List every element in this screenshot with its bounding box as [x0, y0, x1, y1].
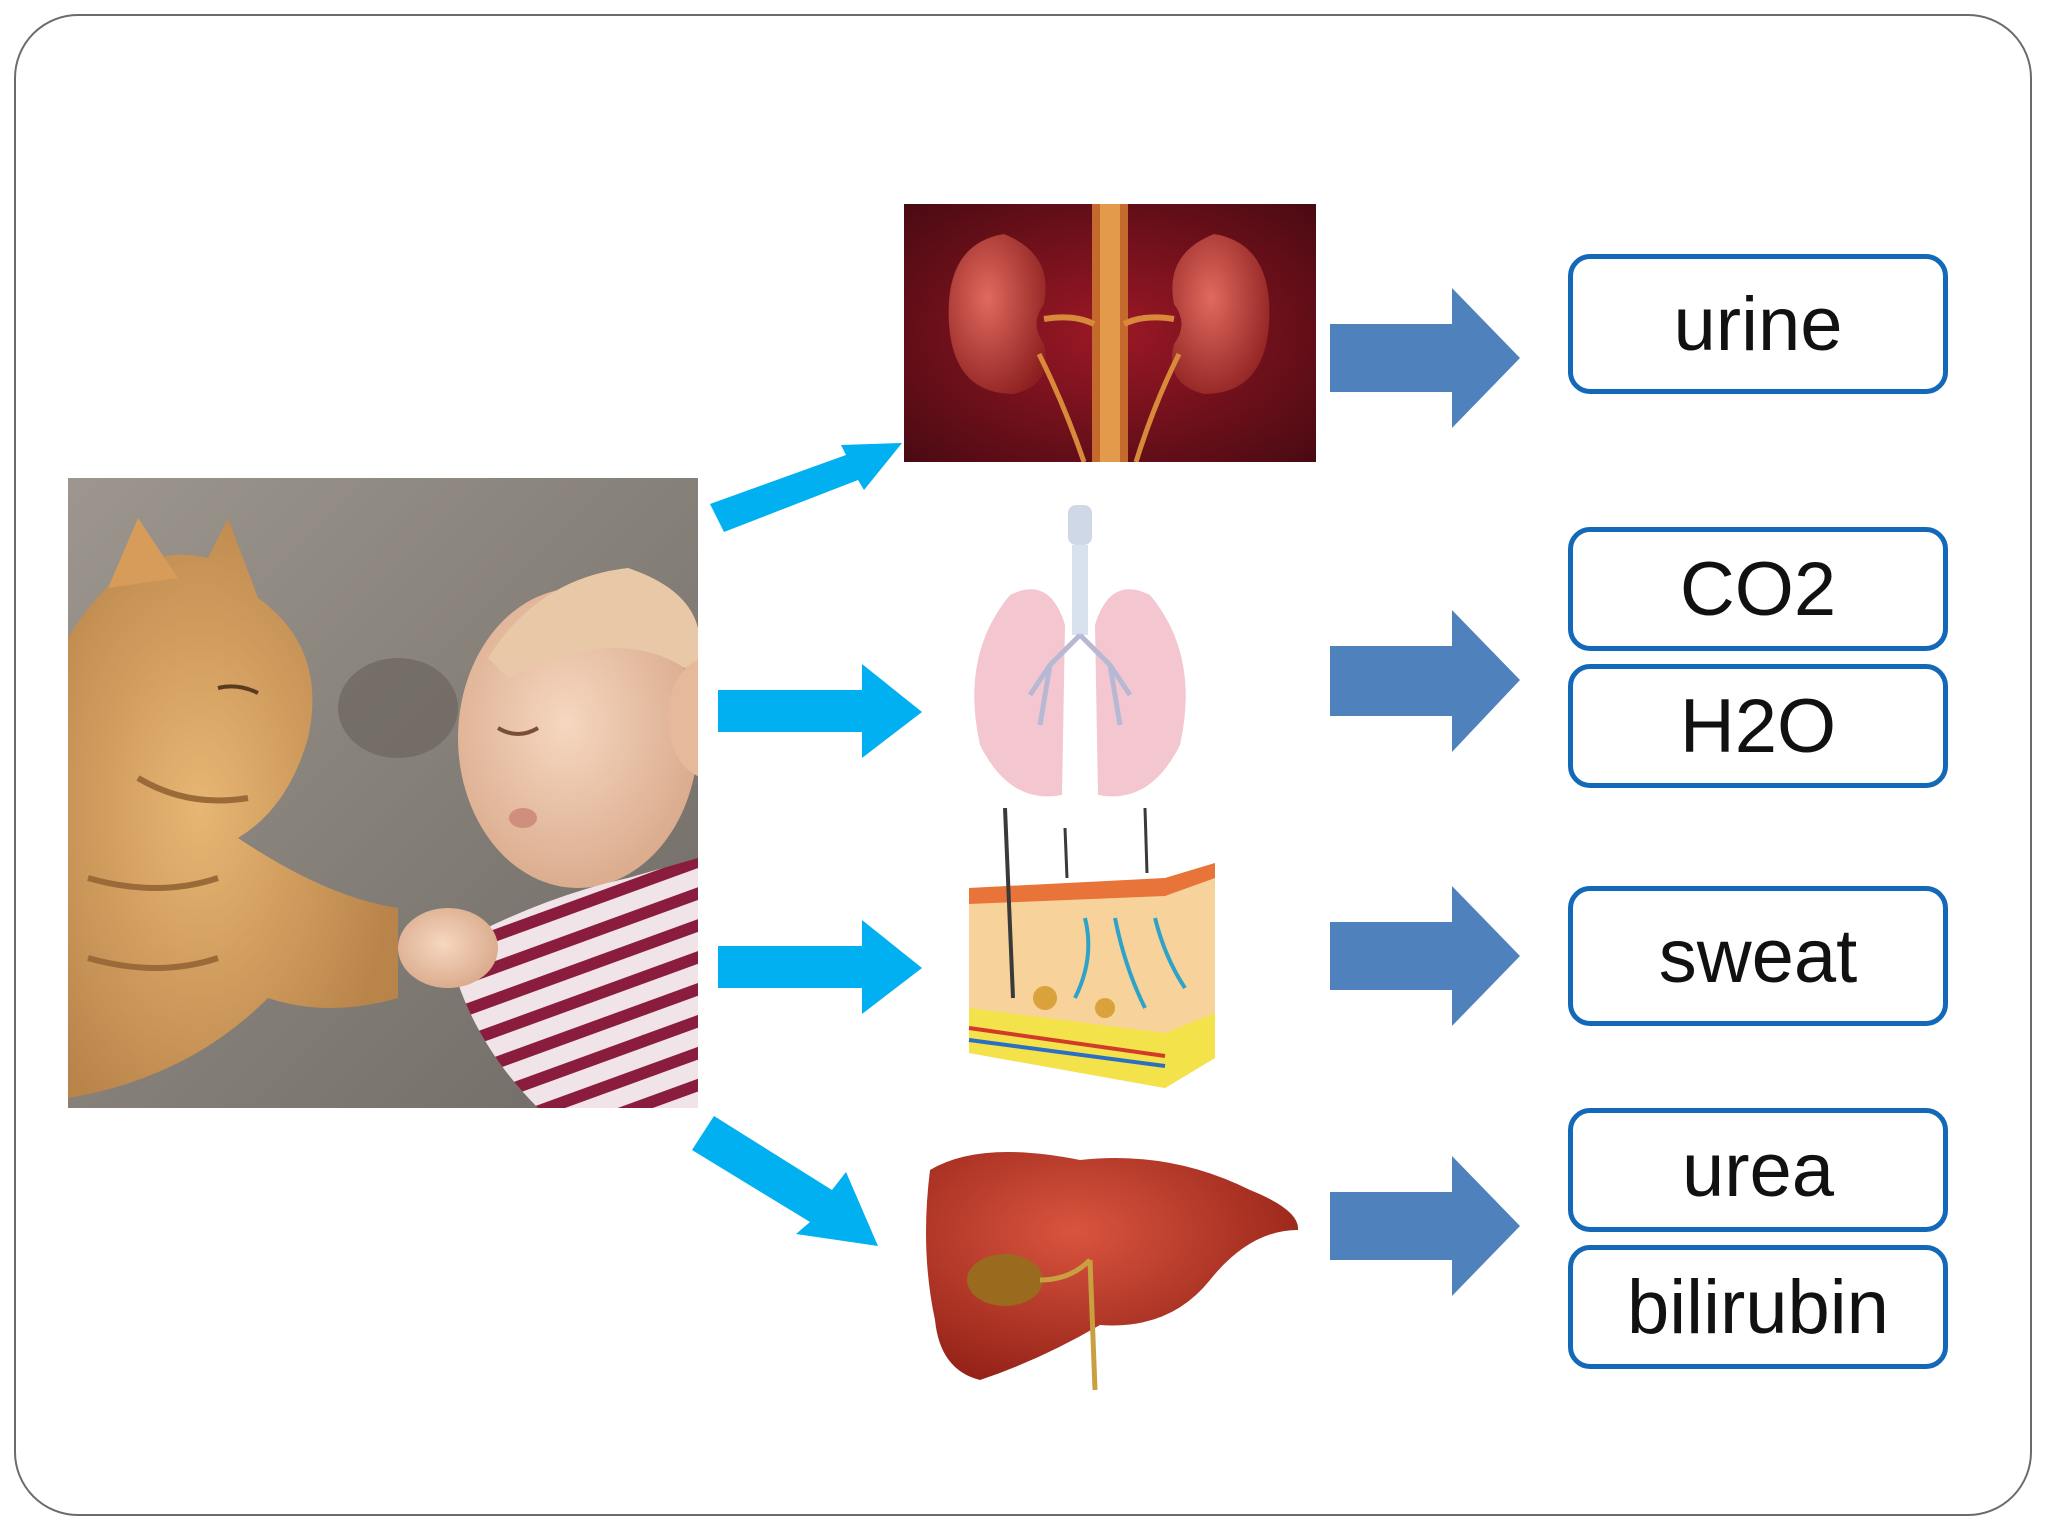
cat-and-baby-photo [68, 478, 698, 1108]
urine-box: urine [1568, 254, 1948, 394]
h2o-box: H2O [1568, 664, 1948, 788]
liver-image [920, 1130, 1300, 1390]
kidneys-image [904, 204, 1316, 462]
urea-box: urea [1568, 1108, 1948, 1232]
bilirubin-box: bilirubin [1568, 1245, 1948, 1369]
lungs-image [950, 495, 1210, 805]
skin-cross-section-image [955, 808, 1225, 1093]
sweat-box: sweat [1568, 886, 1948, 1026]
co2-box: CO2 [1568, 527, 1948, 651]
